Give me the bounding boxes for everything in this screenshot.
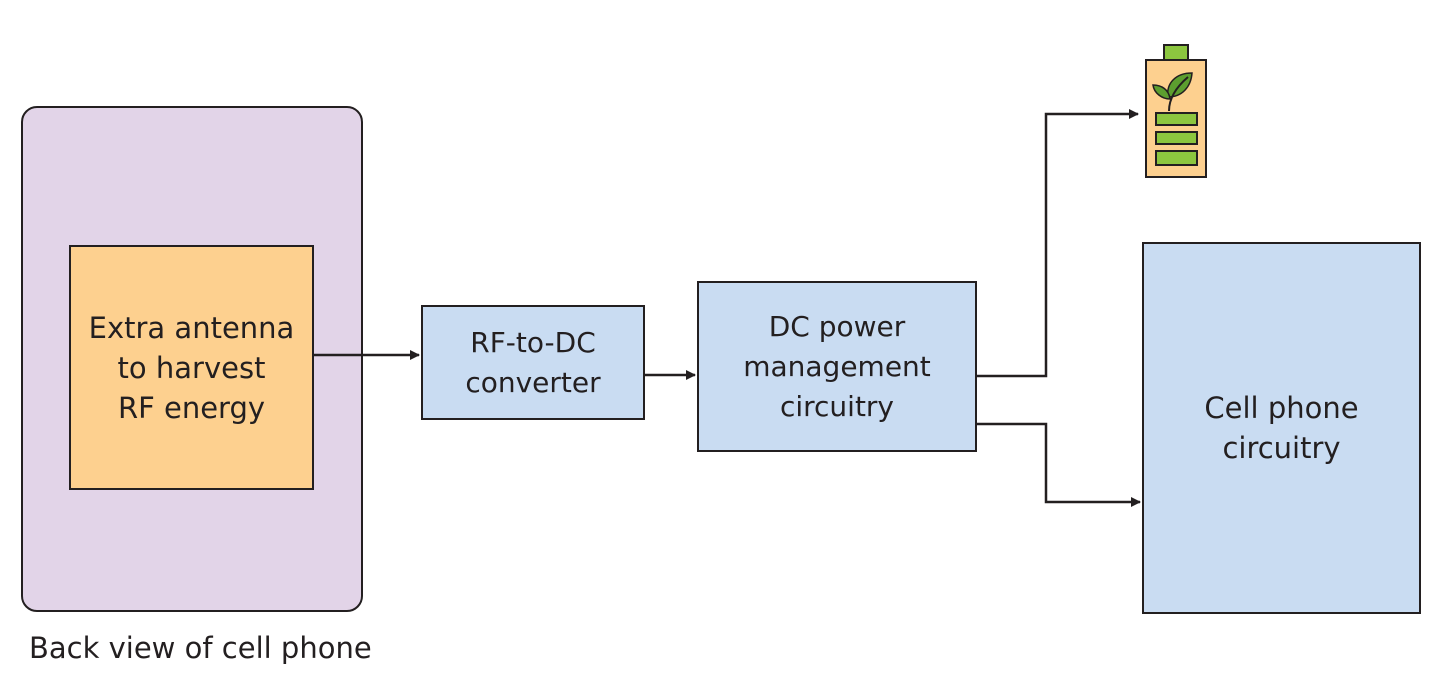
dc-power-management-block: DC power management circuitry: [697, 281, 977, 452]
dc-power-management-label: DC power management circuitry: [743, 309, 931, 423]
leaf-icon: [1152, 72, 1193, 112]
battery-with-leaf-icon: [1145, 44, 1207, 178]
rf-to-dc-converter-block: RF-to-DC converter: [421, 305, 645, 420]
cell-phone-circuitry-label: Cell phone circuitry: [1204, 391, 1359, 465]
arrow-power-management-to-battery: [977, 109, 1139, 378]
phone-caption: Back view of cell phone: [29, 631, 372, 665]
arrow-power-management-to-cell-circuitry: [977, 422, 1141, 507]
antenna-block: Extra antenna to harvest RF energy: [69, 245, 314, 490]
rf-to-dc-converter-label: RF-to-DC converter: [465, 325, 601, 399]
antenna-block-label: Extra antenna to harvest RF energy: [88, 310, 295, 425]
cell-phone-circuitry-block: Cell phone circuitry: [1142, 242, 1421, 614]
